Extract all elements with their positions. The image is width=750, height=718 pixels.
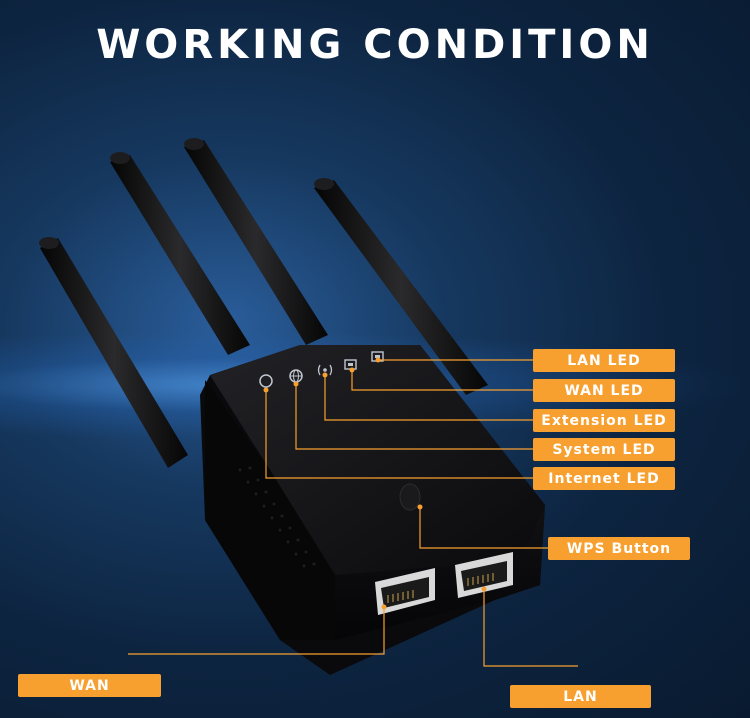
lan-port — [455, 552, 513, 598]
page-title: WORKING CONDITION — [96, 22, 654, 68]
wps-button-shape — [399, 483, 421, 511]
router-body — [200, 345, 545, 675]
signal-led-icon — [317, 364, 333, 376]
wan-port — [375, 568, 435, 615]
lan-port-label: LAN — [510, 685, 651, 708]
wps-button-label: WPS Button — [548, 537, 690, 560]
system-led-label: System LED — [533, 438, 675, 461]
internet-led-label: Internet LED — [533, 467, 675, 490]
leader-lines — [128, 359, 578, 667]
antenna-1 — [39, 237, 188, 468]
power-led-icon — [259, 374, 273, 388]
antenna-4 — [314, 178, 488, 395]
antenna-3 — [184, 138, 328, 345]
wan-led-label: WAN LED — [533, 379, 675, 402]
lan-led-label: LAN LED — [533, 349, 675, 372]
wan-port-label: WAN — [18, 674, 161, 697]
antenna-2 — [110, 152, 250, 355]
leader-dots — [263, 357, 487, 610]
extension-led-label: Extension LED — [533, 409, 675, 432]
